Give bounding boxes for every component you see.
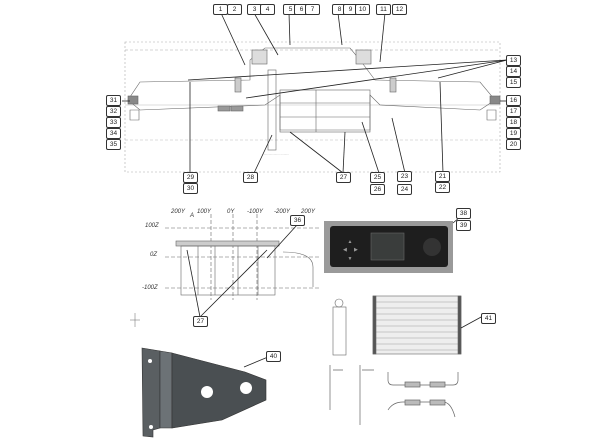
callout-32: 32 bbox=[106, 106, 121, 117]
callout-40: 40 bbox=[266, 351, 281, 362]
callout-35: 35 bbox=[106, 139, 121, 150]
callout-19: 19 bbox=[506, 128, 521, 139]
hose-drawings bbox=[329, 365, 459, 425]
callout-36: 36 bbox=[290, 215, 305, 226]
callout-18: 18 bbox=[506, 117, 521, 128]
callout-25: 25 bbox=[370, 172, 385, 183]
svg-text:▶: ▶ bbox=[354, 247, 358, 253]
control-panel-image: ▲ ▼ ◀ ▶ bbox=[324, 216, 461, 273]
callout-24: 24 bbox=[397, 184, 412, 195]
top-leader-lines bbox=[122, 12, 508, 174]
z-tick: -100Z bbox=[142, 285, 158, 291]
svg-text:.................... .........: .................... .......... bbox=[263, 152, 289, 156]
callout-30: 30 bbox=[183, 183, 198, 194]
callout-38: 38 bbox=[456, 208, 471, 219]
callout-16: 16 bbox=[506, 95, 521, 106]
callout-23: 23 bbox=[397, 171, 412, 182]
callout-20: 20 bbox=[506, 139, 521, 150]
section-mark: A bbox=[190, 213, 195, 219]
svg-text:◀: ◀ bbox=[343, 247, 347, 253]
y-tick: 200Y bbox=[301, 209, 316, 215]
callout-41: 41 bbox=[481, 313, 496, 324]
y-tick: 100Y bbox=[197, 209, 212, 215]
callout-10: 10 bbox=[355, 4, 370, 15]
z-tick: 0Z bbox=[150, 252, 158, 258]
callout-17: 17 bbox=[506, 106, 521, 117]
callout-27: 27 bbox=[336, 172, 351, 183]
callout-29: 29 bbox=[183, 172, 198, 183]
callout-14: 14 bbox=[506, 66, 521, 77]
callout-7: 7 bbox=[305, 4, 320, 15]
section-leader-lines bbox=[186, 224, 298, 318]
callout-1: 1 bbox=[213, 4, 228, 15]
callout-27-section: 27 bbox=[193, 316, 208, 327]
callout-12: 12 bbox=[392, 4, 407, 15]
callout-22: 22 bbox=[435, 182, 450, 193]
callout-21: 21 bbox=[435, 171, 450, 182]
callout-31: 31 bbox=[106, 95, 121, 106]
center-mark bbox=[130, 313, 140, 327]
callout-15: 15 bbox=[506, 77, 521, 88]
y-tick: -200Y bbox=[274, 209, 291, 215]
z-tick: 100Z bbox=[145, 223, 159, 229]
svg-text:▼: ▼ bbox=[348, 256, 353, 262]
y-tick: 0Y bbox=[227, 209, 235, 215]
callout-2: 2 bbox=[227, 4, 242, 15]
callout-4: 4 bbox=[260, 4, 275, 15]
svg-text:▲: ▲ bbox=[348, 239, 353, 245]
bracket-image bbox=[141, 347, 269, 438]
callout-28: 28 bbox=[243, 172, 258, 183]
callout-39: 39 bbox=[456, 220, 471, 231]
y-tick: -100Y bbox=[247, 209, 264, 215]
callout-33: 33 bbox=[106, 117, 121, 128]
callout-11: 11 bbox=[376, 4, 391, 15]
callout-13: 13 bbox=[506, 55, 521, 66]
callout-26: 26 bbox=[370, 184, 385, 195]
condenser-drawing bbox=[332, 295, 484, 356]
top-assembly-drawing: .................... .......... bbox=[124, 41, 501, 173]
y-tick: 200Y bbox=[171, 209, 186, 215]
callout-34: 34 bbox=[106, 128, 121, 139]
